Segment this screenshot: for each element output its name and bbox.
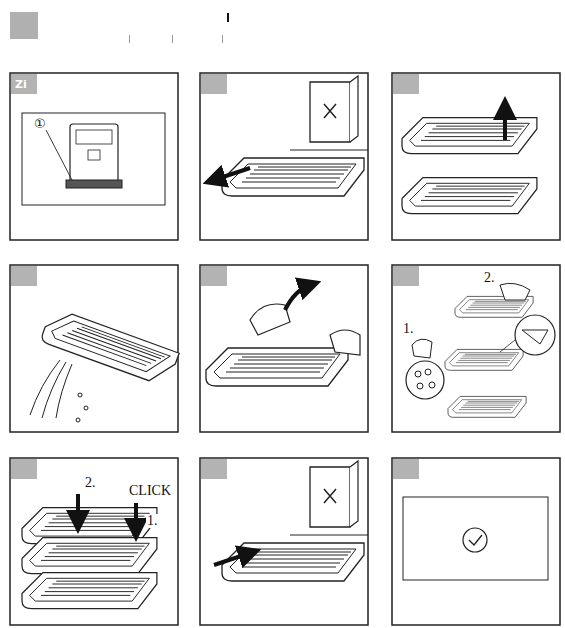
step-number: 1. [146, 514, 159, 528]
machine-overview [22, 113, 165, 205]
tray-lift-grille [402, 108, 537, 214]
page-header [10, 12, 229, 43]
tray-reassembly [22, 494, 157, 609]
step-number: 1. [402, 322, 415, 336]
panel-frames [10, 73, 560, 625]
tray-pull-out [214, 76, 368, 196]
step-tab-label: Zi [15, 79, 27, 90]
tray-empty-water [30, 307, 179, 422]
click-note: CLICK [128, 484, 172, 498]
callout-number: ① [34, 117, 46, 130]
display-confirm [403, 497, 548, 580]
step-tabs [11, 74, 419, 479]
tray-parts-cleaning [406, 283, 555, 417]
tray-push-in [214, 461, 368, 581]
tray-remove-insert [206, 285, 360, 386]
step-number: 2. [84, 476, 97, 490]
step-number: 2. [483, 271, 496, 285]
